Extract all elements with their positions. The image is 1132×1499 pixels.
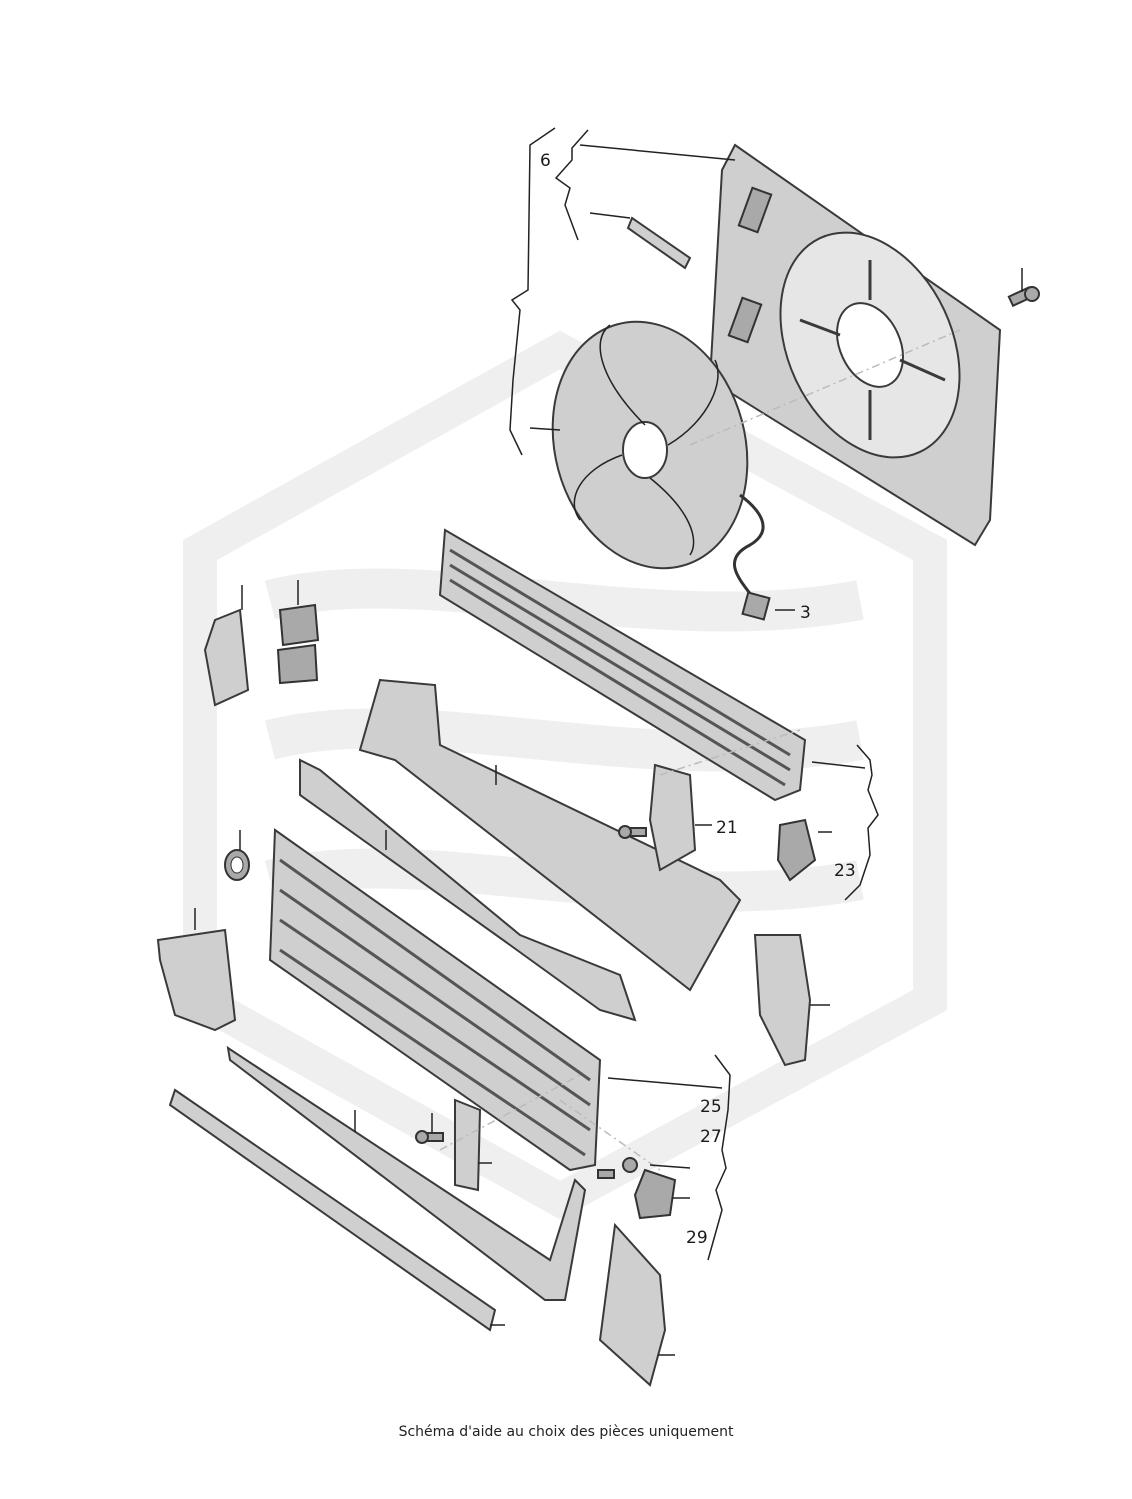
- watermark-logo: [183, 330, 947, 1220]
- right-side-duct[interactable]: [753, 934, 812, 1067]
- seal-strip[interactable]: [299, 758, 637, 1022]
- rubber-mounts[interactable]: [276, 603, 320, 685]
- bracket-lower[interactable]: [454, 1098, 482, 1192]
- leader-lines: [194, 127, 1023, 1356]
- diagram-caption: Schéma d'aide au choix des pièces unique…: [398, 1424, 734, 1440]
- lower-air-shutter-grille[interactable]: [268, 828, 602, 1172]
- callout-6: 6: [540, 151, 551, 171]
- callout-25: 25: [700, 1097, 722, 1117]
- callout-23: 23: [834, 861, 856, 881]
- left-lower-bracket[interactable]: [156, 928, 237, 1032]
- bracket-21[interactable]: [648, 763, 697, 872]
- callout-29: 29: [686, 1228, 708, 1248]
- upper-air-shutter-grille[interactable]: [438, 528, 807, 802]
- lower-trim-strip[interactable]: [226, 1045, 587, 1301]
- assembly-guide-lines: [439, 329, 961, 1171]
- left-upper-bracket[interactable]: [203, 608, 250, 707]
- grommet[interactable]: [224, 849, 250, 881]
- callout-21: 21: [716, 818, 738, 838]
- actuator-29[interactable]: [633, 1168, 677, 1220]
- callout-27: 27: [700, 1127, 722, 1147]
- radiator-fan[interactable]: [526, 300, 774, 621]
- screw-21[interactable]: [618, 825, 647, 839]
- air-duct-upper[interactable]: [358, 678, 742, 992]
- shroud-cover-plate[interactable]: [626, 216, 692, 270]
- screw-lower-left[interactable]: [415, 1130, 444, 1144]
- callout-3: 3: [800, 603, 811, 623]
- actuator-23[interactable]: [776, 818, 817, 882]
- bottom-right-deflector[interactable]: [598, 1222, 667, 1387]
- bottom-spoiler-strip[interactable]: [168, 1088, 497, 1332]
- fan-shroud-frame[interactable]: [708, 143, 1002, 547]
- bolt-top-right[interactable]: [1007, 286, 1040, 308]
- screw-27[interactable]: [597, 1157, 638, 1179]
